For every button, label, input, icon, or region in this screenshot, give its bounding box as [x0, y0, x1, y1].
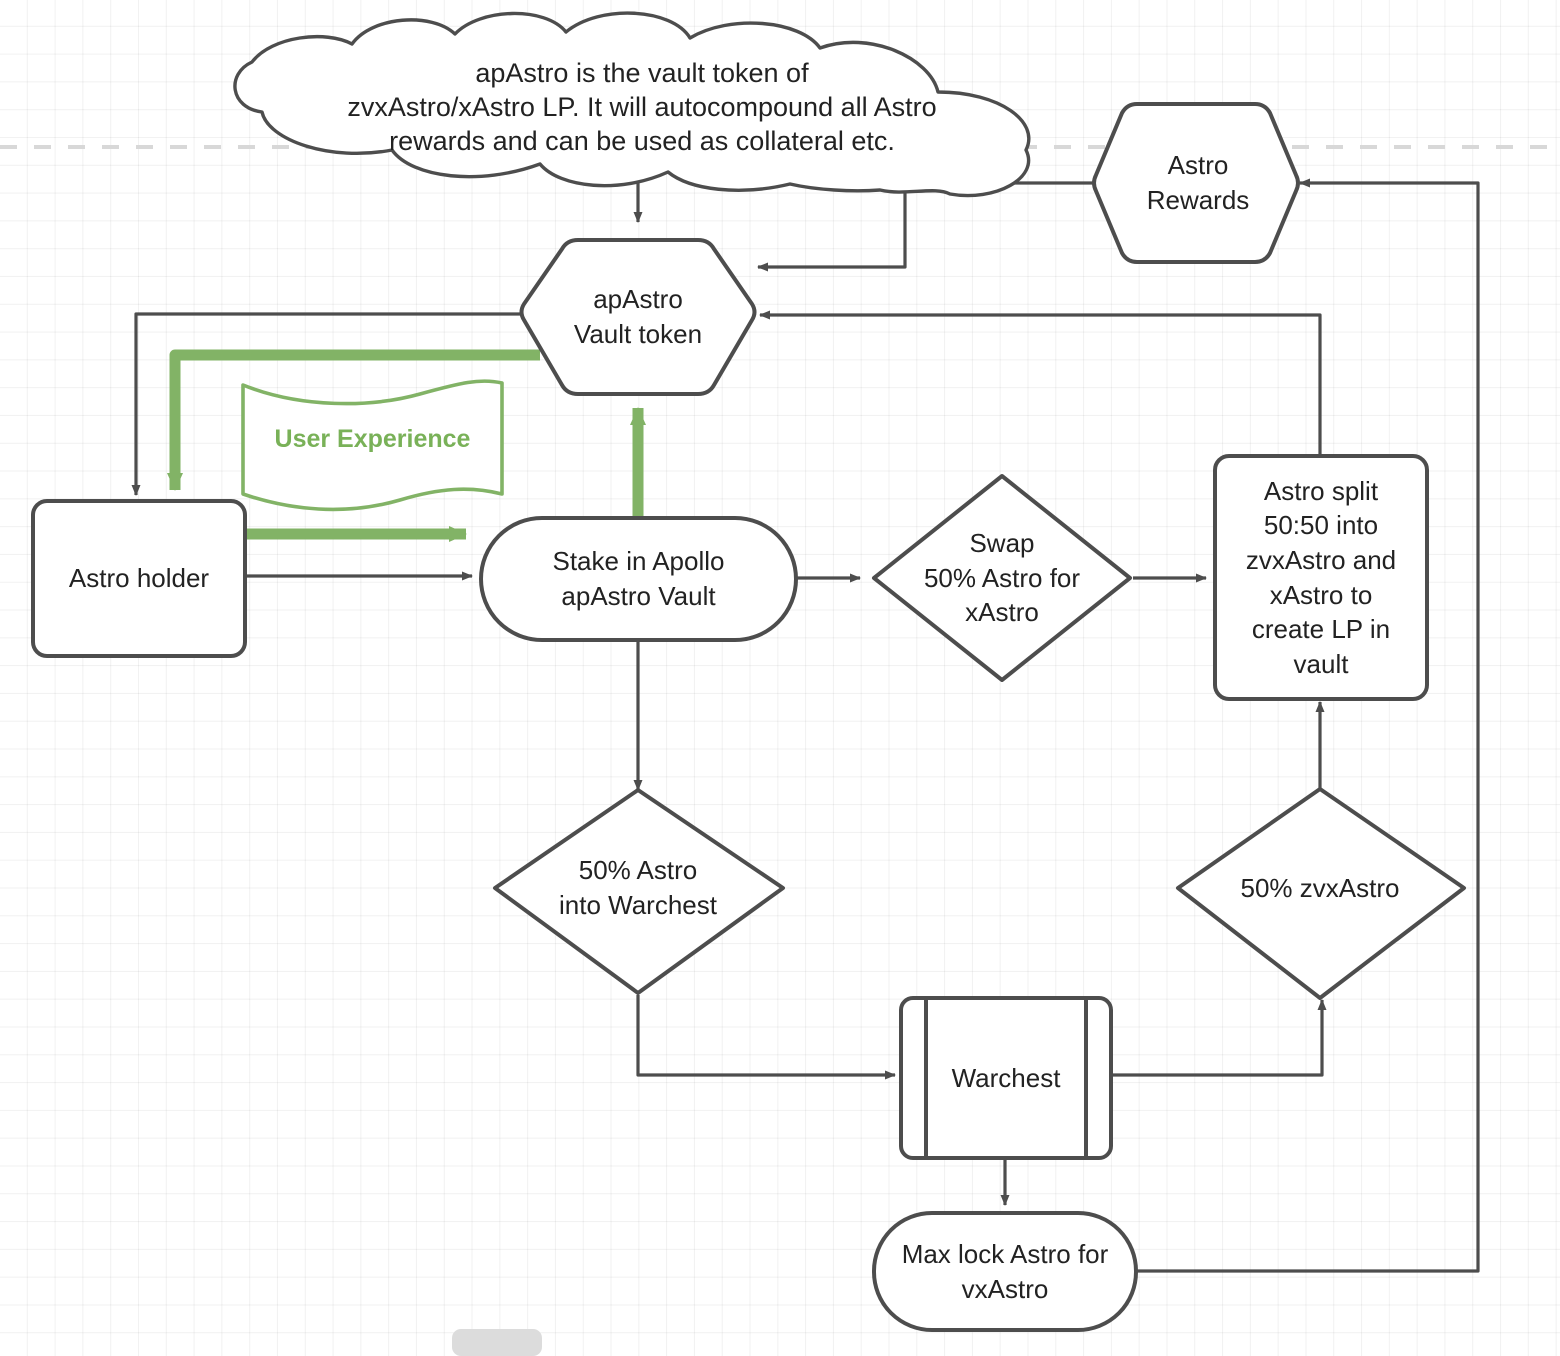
- user-experience-banner-shape[interactable]: [241, 379, 504, 512]
- edge-diamond-to-warchest: [636, 995, 896, 1080]
- astro-holder-shape[interactable]: [31, 499, 247, 658]
- swap-astro-shape[interactable]: [872, 474, 1132, 682]
- astro-rewards-shape[interactable]: [1092, 102, 1300, 264]
- edge-apastro-to-holder-gray: [131, 312, 536, 496]
- apastro-vault-token-shape[interactable]: [519, 238, 757, 396]
- astro-into-warchest-shape[interactable]: [493, 788, 785, 995]
- cloud-note-shape[interactable]: [233, 11, 1031, 198]
- edge-rewards-to-apastro: [757, 181, 1107, 272]
- astro-split-shape[interactable]: [1213, 454, 1429, 701]
- max-lock-shape[interactable]: [872, 1211, 1138, 1332]
- horizontal-scrollbar-thumb[interactable]: [452, 1329, 542, 1356]
- warchest-shape[interactable]: [899, 996, 1113, 1160]
- edge-split-to-apastro: [759, 310, 1322, 455]
- edge-warchest-to-zvx: [1112, 999, 1327, 1077]
- edge-maxlock-to-rewards: [1137, 178, 1480, 1273]
- zvxastro-split-shape[interactable]: [1176, 787, 1466, 1000]
- stake-in-vault-shape[interactable]: [479, 516, 798, 642]
- edge-apastro-to-holder-green: [167, 349, 540, 491]
